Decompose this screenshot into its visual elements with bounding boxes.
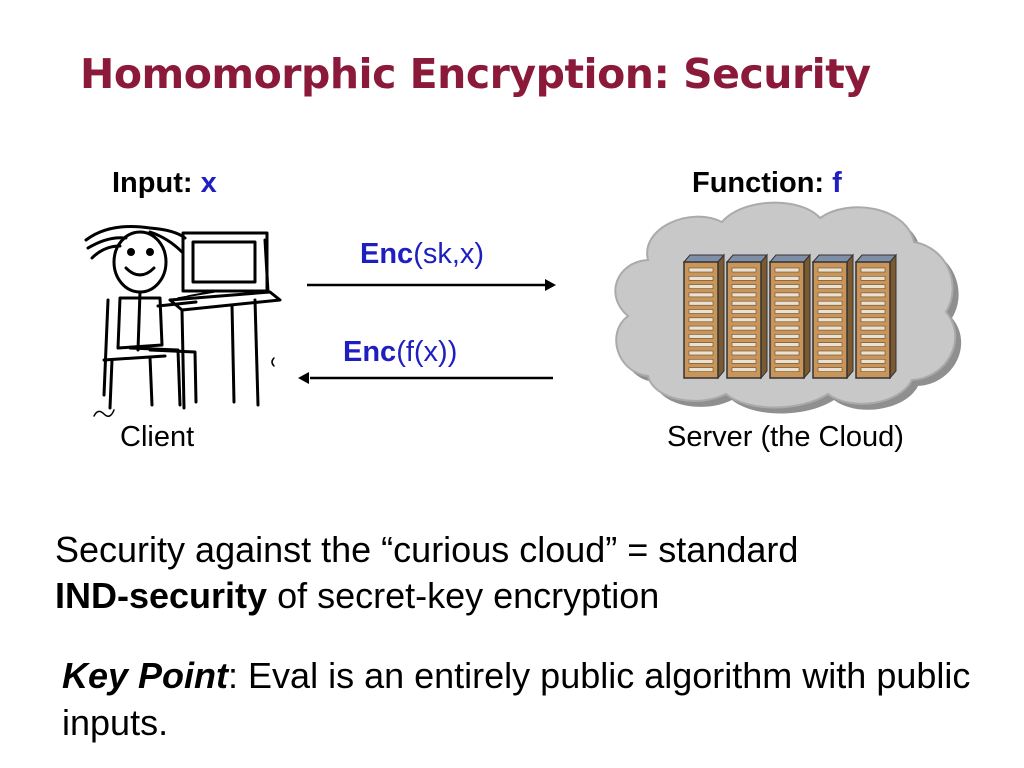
server-rack-icon <box>682 253 726 380</box>
slide-title: Homomorphic Encryption: Security <box>80 50 871 98</box>
function-prefix: Function: <box>692 167 833 199</box>
server-label: Server (the Cloud) <box>667 421 904 453</box>
client-illustration <box>84 225 282 417</box>
server-rack-icon <box>811 253 855 380</box>
server-rack-icon <box>854 253 898 380</box>
key-point-text: : Eval is an entirely public algorithm w… <box>62 655 971 743</box>
input-variable: x <box>200 167 217 199</box>
function-label: Function: f <box>692 167 842 200</box>
response-arrow <box>298 372 553 384</box>
enc-sk-args: (sk,x) <box>413 238 485 270</box>
enc-sk-bold: Enc <box>360 238 414 270</box>
security-line-1: Security against the “curious cloud” = s… <box>55 529 799 570</box>
input-label: Input: x <box>112 167 217 200</box>
security-statement: Security against the “curious cloud” = s… <box>55 527 1005 619</box>
request-arrow <box>307 279 556 291</box>
security-ind-term: IND-security <box>55 575 268 616</box>
key-point-statement: Key Point: Eval is an entirely public al… <box>62 652 1012 746</box>
server-rack-group <box>682 253 898 380</box>
input-prefix: Input: <box>112 167 201 199</box>
function-variable: f <box>832 167 842 199</box>
key-point-label: Key Point <box>62 655 229 696</box>
client-label: Client <box>120 421 195 453</box>
security-line-2-rest: of secret-key encryption <box>267 575 660 616</box>
enc-sk-label: Enc(sk,x) <box>360 238 484 271</box>
server-rack-icon <box>768 253 812 380</box>
server-rack-icon <box>725 253 769 380</box>
enc-fx-label: Enc(f(x)) <box>343 336 457 369</box>
enc-fx-args: (f(x)) <box>396 336 458 368</box>
enc-fx-bold: Enc <box>343 336 397 368</box>
